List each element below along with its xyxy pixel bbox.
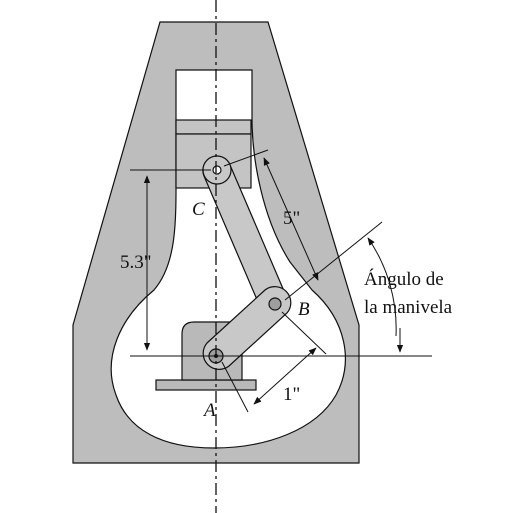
dimension-crank-arrow — [253, 347, 317, 405]
label-dimension-crank: 1" — [283, 384, 300, 405]
crank-angle-arc — [367, 237, 397, 337]
label-point-b: B — [298, 299, 310, 320]
dimension-rod-arrow — [263, 157, 319, 281]
label-point-a: A — [202, 400, 216, 421]
label-dimension-vertical: 5.3" — [120, 252, 152, 273]
label-dimension-rod: 5" — [283, 208, 300, 229]
label-crank-angle-line1: Ángulo de — [364, 268, 444, 290]
pin-c — [212, 165, 222, 175]
piston — [175, 119, 252, 189]
ground-base — [155, 379, 257, 391]
crank-arm — [202, 286, 292, 370]
pin-b — [268, 297, 282, 311]
label-point-c: C — [192, 199, 205, 220]
label-crank-angle-line2: la manivela — [364, 297, 453, 318]
